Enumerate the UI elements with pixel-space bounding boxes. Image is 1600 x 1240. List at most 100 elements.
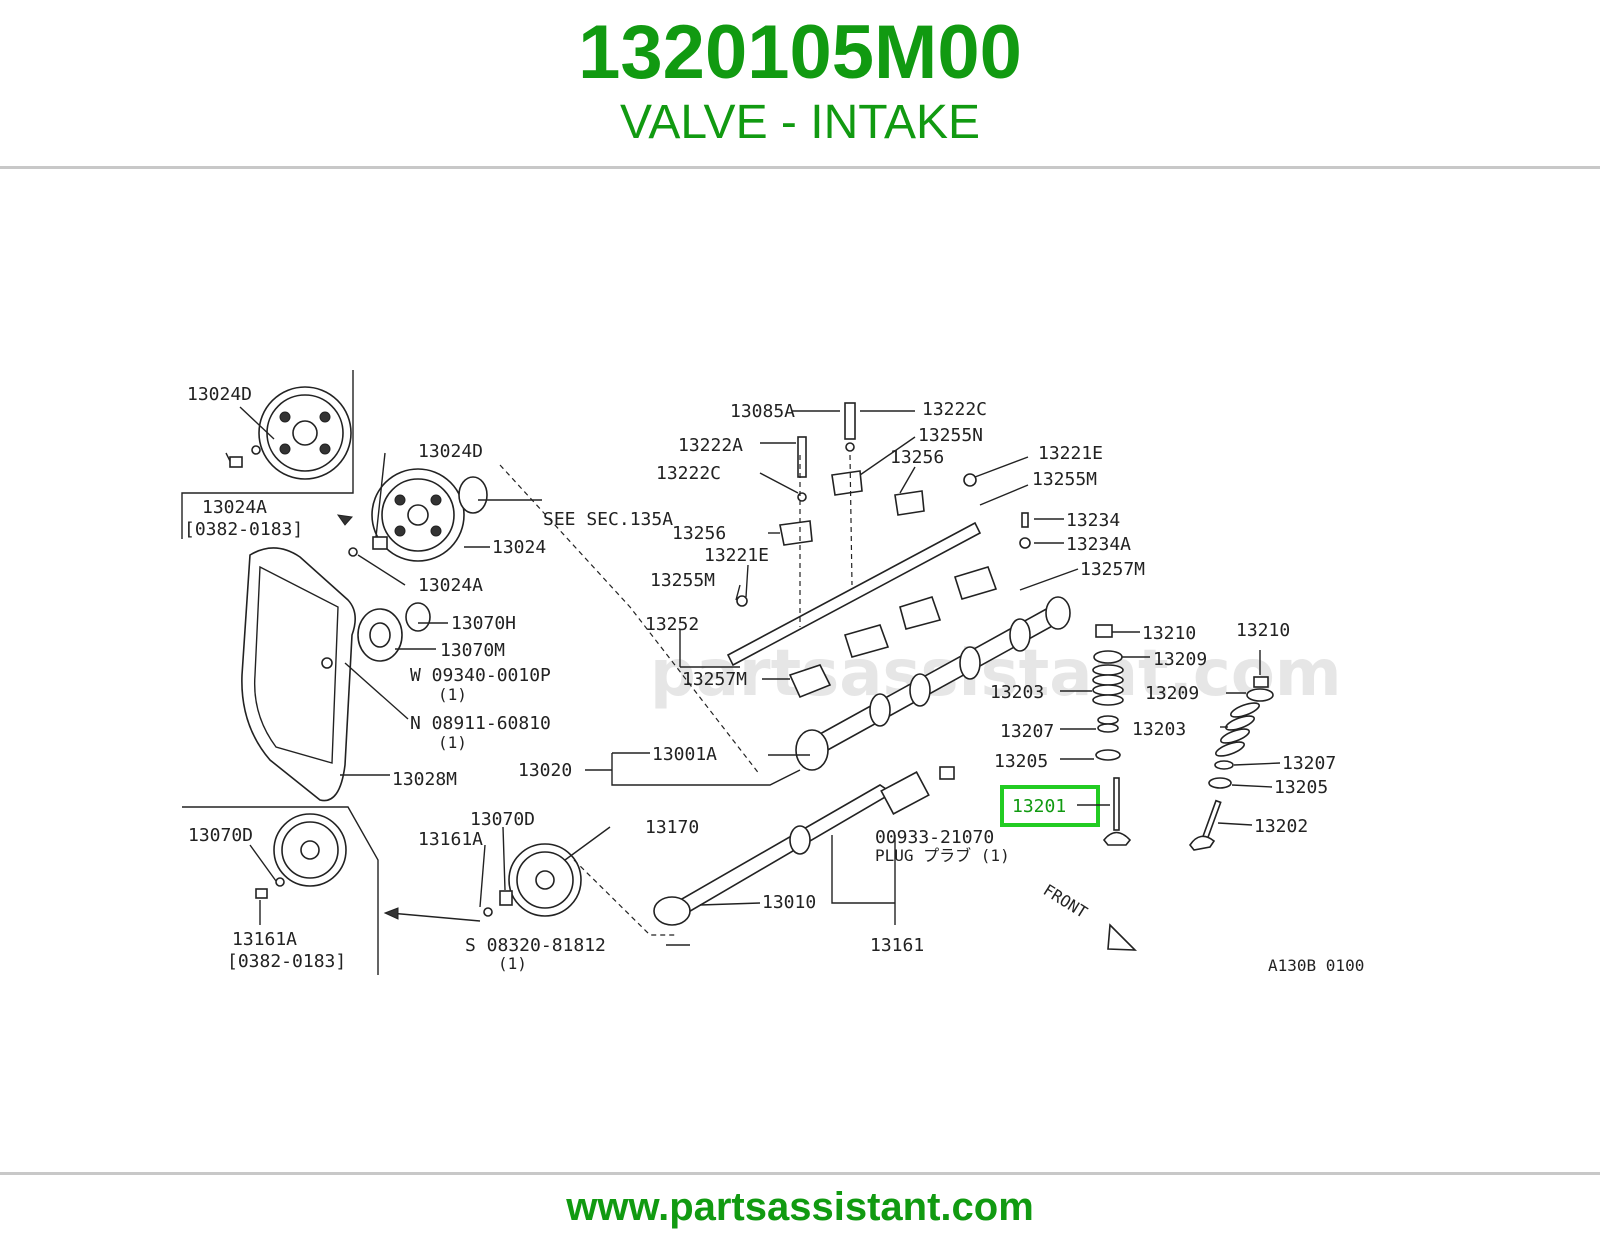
label-13209-a[interactable]: 13209 [1153, 649, 1207, 670]
label-13010[interactable]: 13010 [762, 892, 816, 913]
bracket-13256-b [779, 520, 813, 546]
rocker-arm-4 [953, 566, 998, 600]
arrow-head-top [336, 514, 353, 526]
label-13161a-a[interactable]: 13161A [232, 929, 297, 950]
label-13222a[interactable]: 13222A [678, 435, 743, 456]
label-13210-a[interactable]: 13210 [1142, 623, 1196, 644]
front-label: FRONT [1040, 880, 1091, 922]
label-13255n[interactable]: 13255N [918, 425, 983, 446]
bolt-13024a-a [229, 456, 243, 468]
plate-13024d-b [372, 536, 388, 550]
cam-lobe-2 [909, 673, 931, 707]
label-13205-a[interactable]: 13205 [994, 751, 1048, 772]
footer-url[interactable]: www.partsassistant.com [566, 1185, 1034, 1229]
parts-diagram-svg: partsassistant.com [181, 370, 1364, 975]
label-13234[interactable]: 13234 [1066, 510, 1120, 531]
stud-13222a [797, 436, 807, 478]
label-13203-a[interactable]: 13203 [990, 682, 1044, 703]
label-13255m-a[interactable]: 13255M [1032, 469, 1097, 490]
label-13024a-a[interactable]: 13024A [202, 497, 267, 518]
label-13207-a[interactable]: 13207 [1000, 721, 1054, 742]
bracket-13255n [831, 470, 863, 496]
label-13201[interactable]: 13201 [1012, 796, 1066, 817]
exhaust-valve-13202 [1189, 799, 1222, 851]
label-13028m[interactable]: 13028M [392, 769, 457, 790]
label-13221e-b[interactable]: 13221E [704, 545, 769, 566]
label-13024a-b[interactable]: 13024A [418, 575, 483, 596]
bolt-13161a-a [255, 888, 268, 899]
label-13256-a[interactable]: 13256 [890, 447, 944, 468]
label-13070h[interactable]: 13070H [451, 613, 516, 634]
label-09340[interactable]: W 09340-0010P [410, 665, 551, 686]
label-13255m-b[interactable]: 13255M [650, 570, 715, 591]
label-13210-b[interactable]: 13210 [1236, 620, 1290, 641]
label-00933[interactable]: 00933-21070 [875, 827, 994, 848]
label-13001a[interactable]: 13001A [652, 744, 717, 765]
label-13207-b[interactable]: 13207 [1282, 753, 1336, 774]
washer-13222c-b [797, 492, 807, 502]
valve-seal-13207-a [1097, 715, 1119, 733]
label-13161[interactable]: 13161 [870, 935, 924, 956]
label-13257m-b[interactable]: 13257M [682, 669, 747, 690]
label-13252[interactable]: 13252 [645, 614, 699, 635]
label-13222c-a[interactable]: 13222C [922, 399, 987, 420]
part-number-title: 1320105M00 [578, 10, 1022, 95]
arrow-head-bottom [383, 907, 399, 920]
label-08911-qty: (1) [438, 733, 467, 752]
arrow-line-bottom [389, 912, 481, 922]
label-08911[interactable]: N 08911-60810 [410, 713, 551, 734]
screw-13234 [1021, 512, 1029, 528]
label-13161a-b[interactable]: 13161A [418, 829, 483, 850]
label-13024[interactable]: 13024 [492, 537, 546, 558]
valve-spring-13203-a [1092, 664, 1124, 706]
sprocket-top-left [258, 386, 352, 480]
jackshaft-journal [789, 825, 811, 855]
diagram-code: A130B 0100 [1268, 956, 1364, 975]
inset-frame-top [181, 370, 354, 539]
label-13203-b[interactable]: 13203 [1132, 719, 1186, 740]
rocker-arm-2 [843, 624, 890, 658]
plug-00933 [939, 766, 955, 780]
valve-spring-13203-b [1215, 702, 1260, 757]
sprocket-13024 [371, 468, 465, 562]
sprocket-bottom-left [273, 813, 347, 887]
label-0382-b: [0382-0183] [227, 951, 346, 972]
label-13070d-b[interactable]: 13070D [470, 809, 535, 830]
bolt-13024a-b [348, 547, 358, 557]
label-13085a[interactable]: 13085A [730, 401, 795, 422]
label-13070m[interactable]: 13070M [440, 640, 505, 661]
label-13257m-a[interactable]: 13257M [1080, 559, 1145, 580]
spring-seat-13205-b [1208, 777, 1232, 789]
highlight-box [1000, 785, 1100, 827]
label-13256-b[interactable]: 13256 [672, 523, 726, 544]
label-13205-b[interactable]: 13205 [1274, 777, 1328, 798]
label-13020[interactable]: 13020 [518, 760, 572, 781]
label-13209-b[interactable]: 13209 [1145, 683, 1199, 704]
bracket-13256-a [894, 490, 925, 516]
label-13202[interactable]: 13202 [1254, 816, 1308, 837]
camshaft-end [795, 729, 829, 771]
intake-valve-13201[interactable] [1102, 777, 1132, 846]
tensioner-spring [405, 602, 431, 632]
label-13222c-b[interactable]: 13222C [656, 463, 721, 484]
cam-lobe-3 [959, 646, 981, 680]
label-13024d-a[interactable]: 13024D [187, 384, 252, 405]
label-0382-a: [0382-0183] [184, 519, 303, 540]
cam-lobe-4 [1009, 618, 1031, 652]
label-13234a[interactable]: 13234A [1066, 534, 1131, 555]
dashed-guide-bolt [849, 454, 853, 586]
inset-frame-bottom [182, 806, 379, 975]
key-13070d-b [499, 890, 513, 906]
label-13221e-a[interactable]: 13221E [1038, 443, 1103, 464]
spring-retainer-13209-a [1093, 650, 1123, 664]
rocker-arm-3 [899, 596, 942, 630]
label-08320[interactable]: S 08320-81812 [465, 935, 606, 956]
label-13024d-b[interactable]: 13024D [418, 441, 483, 462]
parts-diagram: partsassistant.com [180, 345, 1420, 1010]
label-13170[interactable]: 13170 [645, 817, 699, 838]
rocker-shaft-13252 [726, 521, 982, 667]
label-13070d-a[interactable]: 13070D [188, 825, 253, 846]
jackshaft-end [653, 896, 691, 926]
see-section-label[interactable]: SEE SEC.135A [543, 509, 673, 530]
oil-seal [458, 476, 488, 514]
